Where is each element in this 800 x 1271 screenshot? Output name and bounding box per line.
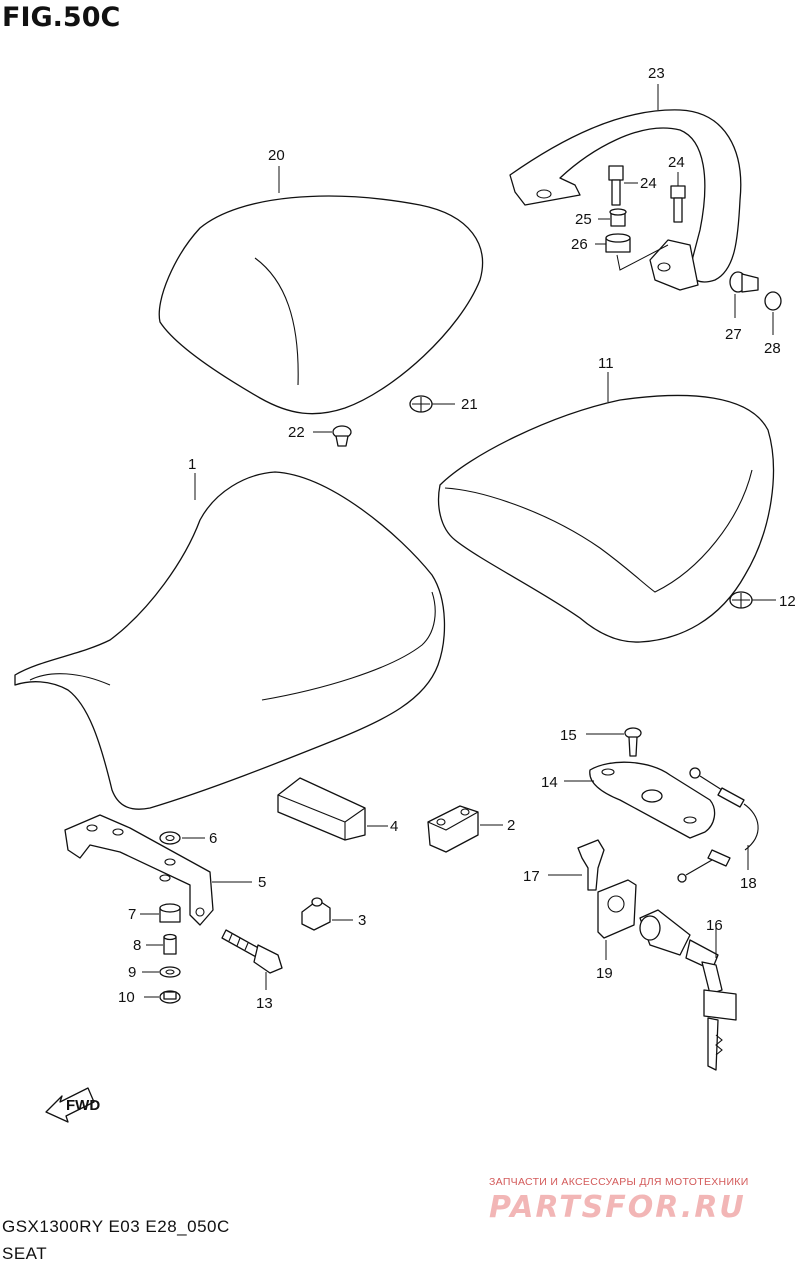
part-7-cushion[interactable]	[159, 903, 181, 923]
part-24-bolt-b[interactable]	[670, 185, 686, 223]
part-6-washer[interactable]	[159, 831, 181, 845]
part-17-clip[interactable]	[577, 839, 605, 891]
part-11-pillion-seat[interactable]	[437, 394, 775, 643]
fwd-label: FWD	[66, 1097, 100, 1114]
callout-2[interactable]: 2	[507, 817, 515, 834]
callout-6[interactable]: 6	[209, 830, 217, 847]
part-8-collar[interactable]	[163, 933, 177, 955]
figure-title: FIG.50C	[2, 2, 121, 33]
part-5-bracket[interactable]	[64, 814, 214, 926]
part-22-grommet[interactable]	[332, 425, 352, 447]
part-28-cap[interactable]	[764, 291, 782, 311]
fwd-arrow-icon: FWD	[45, 1087, 100, 1123]
part-26-cushion[interactable]	[605, 233, 631, 253]
figure-code: GSX1300RY E03 E28_050C	[2, 1217, 230, 1236]
callout-21[interactable]: 21	[461, 396, 478, 413]
part-12-clip[interactable]	[729, 591, 753, 609]
callout-13[interactable]: 13	[256, 995, 273, 1012]
callout-9[interactable]: 9	[128, 964, 136, 981]
part-19-plate[interactable]	[597, 879, 637, 939]
watermark-subtitle: ЗАПЧАСТИ И АКСЕССУАРЫ ДЛЯ МОТОТЕХНИКИ	[489, 1176, 749, 1188]
callout-7[interactable]: 7	[128, 906, 136, 923]
part-18-cable[interactable]	[677, 767, 759, 883]
callout-25[interactable]: 25	[575, 211, 592, 228]
part-9-washer[interactable]	[159, 966, 181, 978]
part-16-lock-set[interactable]	[639, 909, 737, 1071]
callout-19[interactable]: 19	[596, 965, 613, 982]
callout-17[interactable]: 17	[523, 868, 540, 885]
callout-5[interactable]: 5	[258, 874, 266, 891]
part-13-bolt[interactable]	[221, 929, 283, 974]
part-25-collar[interactable]	[609, 208, 627, 227]
watermark-logo: PARTSFOR.RU	[489, 1190, 746, 1225]
part-3-rubber[interactable]	[301, 897, 331, 931]
callout-4[interactable]: 4	[390, 818, 398, 835]
callout-27[interactable]: 27	[725, 326, 742, 343]
callout-24a[interactable]: 24	[640, 175, 657, 192]
part-24-bolt-a[interactable]	[608, 165, 624, 206]
callout-14[interactable]: 14	[541, 774, 558, 791]
callout-12[interactable]: 12	[779, 593, 796, 610]
callout-20[interactable]: 20	[268, 147, 285, 164]
callout-3[interactable]: 3	[358, 912, 366, 929]
part-20-seat-cowl-pad[interactable]	[158, 195, 484, 415]
part-21-clip[interactable]	[409, 395, 433, 413]
part-15-screw[interactable]	[624, 727, 642, 757]
callout-11[interactable]: 11	[598, 355, 614, 372]
part-27-lock-pin[interactable]	[729, 271, 759, 293]
callout-8[interactable]: 8	[133, 937, 141, 954]
part-23-grab-rail[interactable]	[509, 109, 742, 291]
callout-18[interactable]: 18	[740, 875, 757, 892]
callout-26[interactable]: 26	[571, 236, 588, 253]
figure-caption: SEAT	[2, 1244, 48, 1263]
part-10-nut[interactable]	[159, 990, 181, 1004]
callout-24b[interactable]: 24	[668, 154, 685, 171]
callout-22[interactable]: 22	[288, 424, 305, 441]
part-4-foam-block[interactable]	[277, 777, 366, 841]
callout-23[interactable]: 23	[648, 65, 665, 82]
part-14-lock-bracket[interactable]	[589, 761, 716, 839]
callout-16[interactable]: 16	[706, 917, 723, 934]
part-1-front-seat[interactable]	[14, 471, 446, 810]
part-2-damper[interactable]	[427, 805, 479, 853]
callout-10[interactable]: 10	[118, 989, 135, 1006]
callout-15[interactable]: 15	[560, 727, 577, 744]
callout-1[interactable]: 1	[188, 456, 196, 473]
callout-28[interactable]: 28	[764, 340, 781, 357]
